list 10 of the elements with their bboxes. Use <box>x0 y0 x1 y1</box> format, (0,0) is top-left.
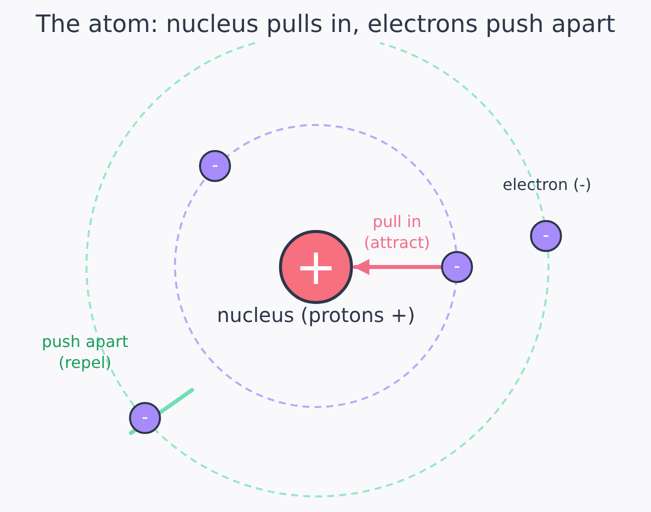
nucleus-circle: + <box>279 230 353 304</box>
part-label: electron (-) <box>502 174 592 195</box>
electron-circle: - <box>441 251 473 283</box>
arrow <box>353 259 443 275</box>
node-caption: nucleus (protons +) <box>216 303 416 327</box>
title: The atom: nucleus pulls in, electrons push apart <box>34 10 616 38</box>
electron-circle: - <box>129 402 161 434</box>
electron-circle: - <box>530 220 562 252</box>
force-label: push apart (repel) <box>40 331 130 373</box>
electron-circle: - <box>199 150 231 182</box>
